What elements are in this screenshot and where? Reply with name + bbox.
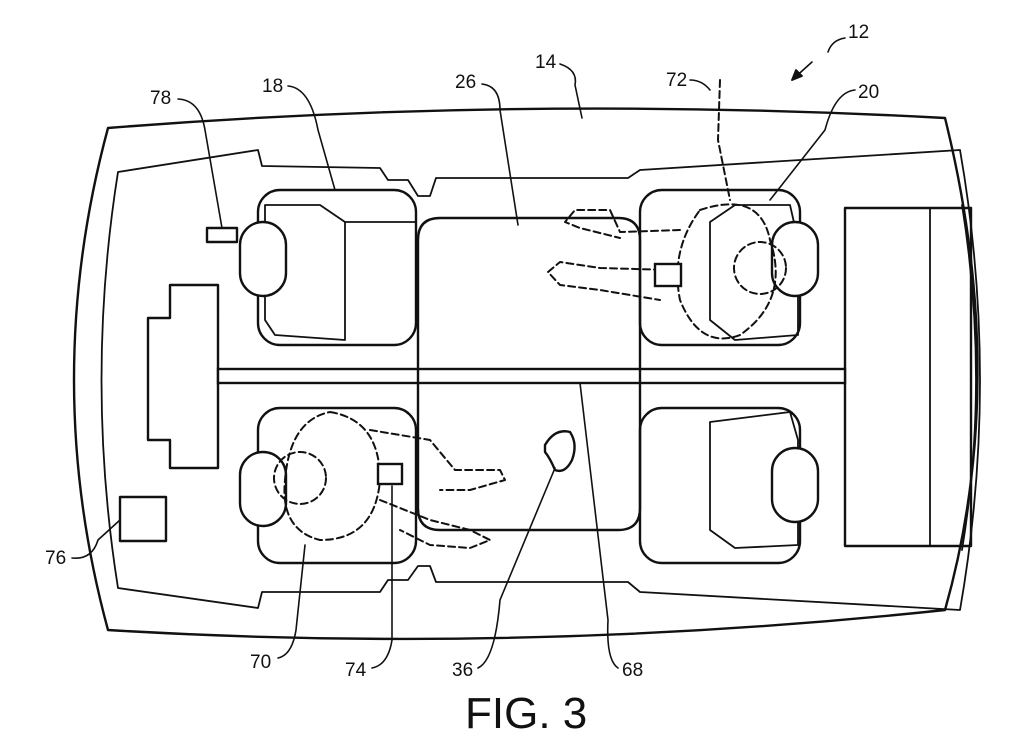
label-76: 76 — [45, 548, 66, 569]
dashboard-panel — [146, 283, 220, 470]
label-36: 36 — [452, 660, 473, 681]
rear-cargo-area — [843, 206, 973, 548]
leader-72 — [689, 79, 711, 91]
label-70: 70 — [250, 652, 271, 673]
table — [416, 216, 642, 532]
label-26: 26 — [455, 72, 476, 93]
label-20: 20 — [858, 82, 879, 103]
leader-36 — [477, 467, 556, 669]
leader-70 — [277, 544, 306, 659]
controller-box — [118, 495, 168, 543]
figure-caption: FIG. 3 — [465, 689, 587, 738]
occupant-front — [273, 411, 506, 549]
vehicle-inner-outline — [100, 149, 981, 611]
label-14: 14 — [535, 52, 557, 73]
label-78: 78 — [150, 88, 171, 109]
seat-rear-right — [638, 188, 820, 347]
label-18: 18 — [262, 76, 283, 97]
sensor-box — [205, 226, 239, 244]
gesture-object — [543, 430, 576, 473]
center-rail — [216, 367, 847, 385]
seat-rear-left — [638, 406, 820, 565]
leader-26 — [481, 83, 519, 226]
label-12: 12 — [848, 22, 869, 43]
label-72: 72 — [666, 70, 687, 91]
leader-14 — [559, 63, 583, 119]
leader-68 — [579, 382, 619, 669]
leader-78 — [177, 98, 223, 229]
leader-20 — [769, 89, 856, 201]
rear-window-curve — [961, 204, 977, 551]
label-68: 68 — [622, 660, 643, 681]
leader-74 — [371, 485, 393, 669]
label-74: 74 — [345, 660, 367, 681]
occupant-rear — [547, 79, 787, 340]
leader-76 — [71, 519, 121, 559]
seat-front-left — [238, 188, 418, 347]
leader-12 — [827, 37, 846, 53]
leader-18 — [287, 85, 336, 191]
arrow-head-12 — [791, 69, 803, 81]
